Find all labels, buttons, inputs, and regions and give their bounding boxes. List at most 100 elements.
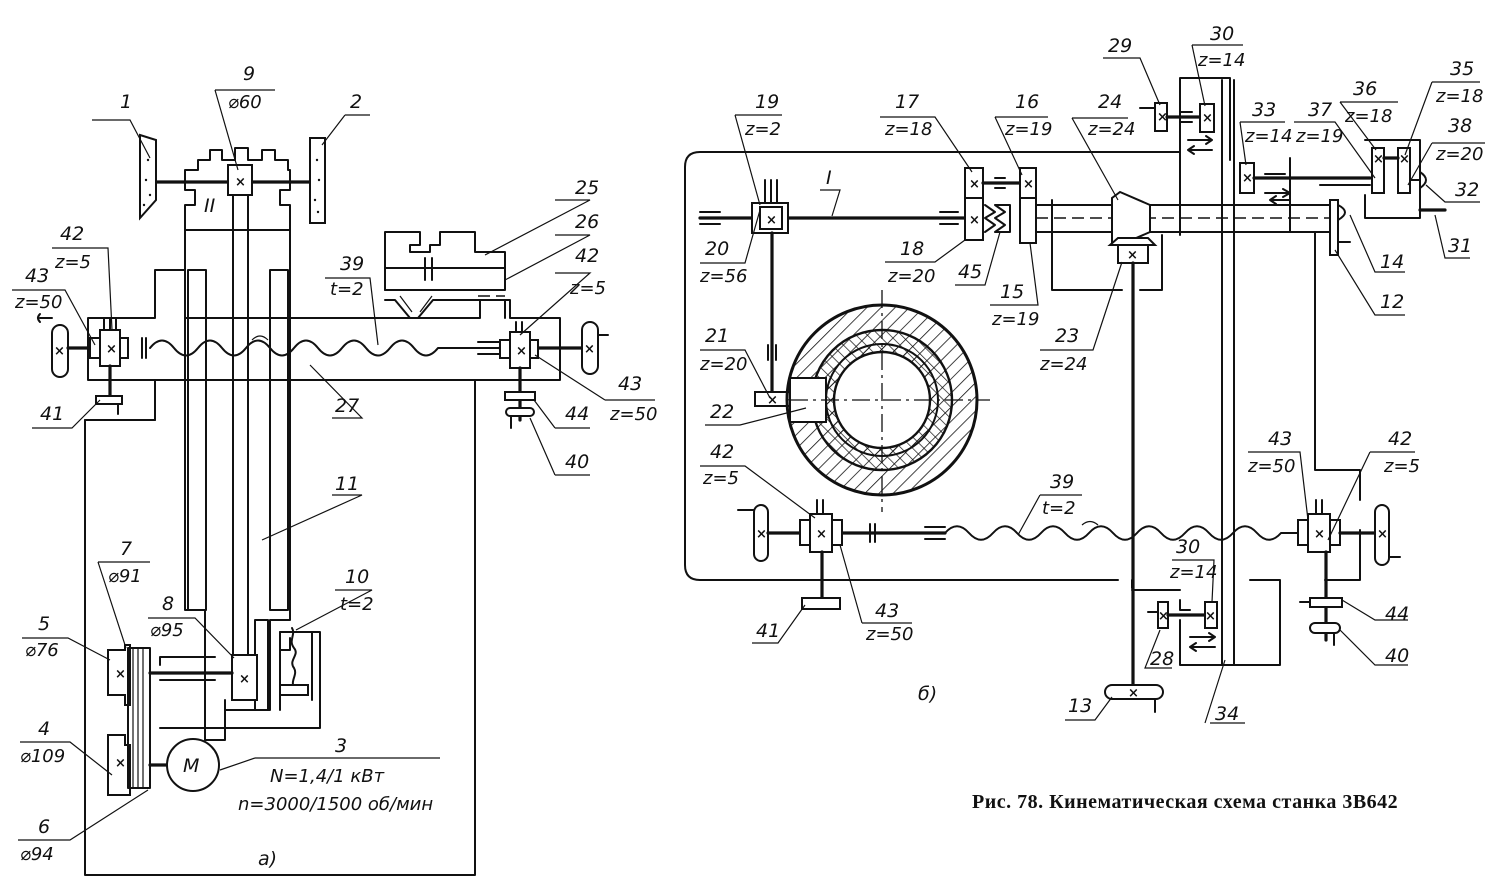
label-40: 40: [565, 451, 589, 473]
gear-18: [964, 197, 984, 241]
rack-arrows-mid[interactable]: [1264, 173, 1291, 205]
gear-30-top: [1199, 103, 1215, 133]
pulley-8: [231, 654, 258, 701]
gear-28-30-housing: [1179, 599, 1206, 666]
label-31: 31: [1448, 235, 1472, 257]
worm-42-left-top: [103, 317, 117, 331]
label-21-spec: z=20: [699, 354, 747, 375]
handwheel-b-right[interactable]: [1374, 504, 1390, 566]
label-12: 12: [1380, 291, 1404, 313]
gear-box-35-38: [1364, 139, 1421, 219]
worm-19: [759, 206, 783, 230]
knob-14[interactable]: [1337, 203, 1346, 222]
label-30-bottom: 30: [1176, 536, 1200, 558]
gearbox-housing: [684, 77, 1231, 589]
shaft-I-bearings: [699, 211, 959, 225]
label-3: 3: [335, 735, 347, 757]
label-4-spec: ⌀109: [20, 746, 65, 767]
gear-43-b-left: [799, 519, 811, 546]
label-10: 10: [345, 566, 369, 588]
handwheel-12[interactable]: [1329, 199, 1339, 256]
figure-caption: Рис. 78. Кинематическая схема станка 3В6…: [972, 791, 1398, 813]
label-36: 36: [1353, 78, 1377, 100]
handle-41[interactable]: [95, 395, 123, 405]
gear-28-mark: ×: [1158, 609, 1169, 624]
hollow-shaft-right: [1149, 204, 1331, 233]
label-38-spec: z=20: [1435, 144, 1483, 165]
label-42-b-right-spec: z=5: [1383, 456, 1420, 477]
gear-44: [504, 391, 536, 401]
worm-42-b-right-mark: ×: [1314, 527, 1325, 542]
label-8-spec: ⌀95: [150, 620, 184, 641]
column-guide-right: [269, 269, 289, 611]
label-11: 11: [335, 473, 359, 495]
handle-40[interactable]: [505, 407, 535, 417]
label-27: 27: [335, 395, 359, 417]
handle-40-b[interactable]: [1309, 622, 1341, 634]
label-23: 23: [1055, 325, 1079, 347]
handwheel-right[interactable]: [581, 321, 599, 375]
label-42-left: 42: [60, 223, 84, 245]
label-8: 8: [162, 593, 174, 615]
handwheel-left-mark: ×: [54, 344, 65, 359]
gear-33-mark: ×: [1242, 171, 1253, 186]
label-33: 33: [1252, 99, 1276, 121]
label-20: 20: [705, 238, 729, 260]
gear-29-mark: ×: [1157, 110, 1168, 125]
label-38: 38: [1448, 115, 1472, 137]
handwheel-left-handle[interactable]: [37, 313, 53, 323]
label-14: 14: [1380, 251, 1404, 273]
label-22: 22: [710, 401, 734, 423]
gear-30-bottom: [1204, 601, 1218, 629]
label-18-spec: z=20: [887, 266, 935, 287]
label-43-b-left-spec: z=50: [865, 624, 913, 645]
label-24: 24: [1098, 91, 1122, 113]
gear-18-mark: ×: [969, 213, 980, 228]
slide-26: [384, 267, 506, 291]
pulley-5-mark: ×: [115, 667, 126, 682]
label-43-b-left: 43: [875, 600, 899, 622]
label-42-right-spec: z=5: [569, 278, 606, 299]
gear-30-bottom-mark: ×: [1205, 609, 1216, 624]
label-37-spec: z=19: [1295, 126, 1343, 147]
label-18: 18: [900, 238, 924, 260]
worm-19-mark: ×: [766, 213, 777, 228]
rack-arrows-top[interactable]: [1187, 135, 1213, 155]
label-5: 5: [38, 613, 50, 635]
handle-41-b[interactable]: [801, 597, 841, 610]
label-21: 21: [705, 325, 729, 347]
subfigure-a-label: а): [258, 848, 277, 870]
label-43-right-spec: z=50: [609, 404, 657, 425]
label-17-spec: z=18: [884, 119, 932, 140]
handwheel-13[interactable]: [1104, 684, 1164, 700]
subfigure-b-label: б): [918, 683, 937, 705]
label-10-spec: t=2: [340, 594, 374, 615]
lead-screw-39: [149, 339, 501, 357]
gear-35-38: [1397, 147, 1411, 194]
slide-screw: [424, 257, 433, 281]
pulley-shaft-housing: [159, 656, 216, 681]
subfigure-b: × × × × ×: [684, 23, 1485, 725]
coupling-left: [141, 337, 147, 359]
bearing-29-30: [1179, 111, 1193, 123]
handwheel-left[interactable]: [51, 324, 69, 378]
label-6-spec: ⌀94: [20, 844, 54, 865]
v-guide-balls: [399, 295, 433, 313]
rack-arrows-bottom[interactable]: [1189, 632, 1216, 652]
bearing-17-16: [994, 177, 1006, 189]
hollow-shaft: [1035, 204, 1113, 233]
label-32: 32: [1455, 179, 1479, 201]
label-1: 1: [120, 91, 132, 113]
subfigure-a: × × × × M: [12, 63, 657, 876]
bearing-left: [119, 337, 129, 359]
clutch-45: [984, 204, 1011, 233]
knob-32[interactable]: [1419, 170, 1427, 190]
screw-joint-b: [1081, 520, 1099, 526]
lead-screw-10: [290, 627, 297, 689]
label-41: 41: [40, 403, 64, 425]
lower-housing: [159, 631, 321, 729]
label-44: 44: [565, 403, 589, 425]
label-9: 9: [243, 63, 255, 85]
screw-bearing-b: [924, 526, 946, 540]
